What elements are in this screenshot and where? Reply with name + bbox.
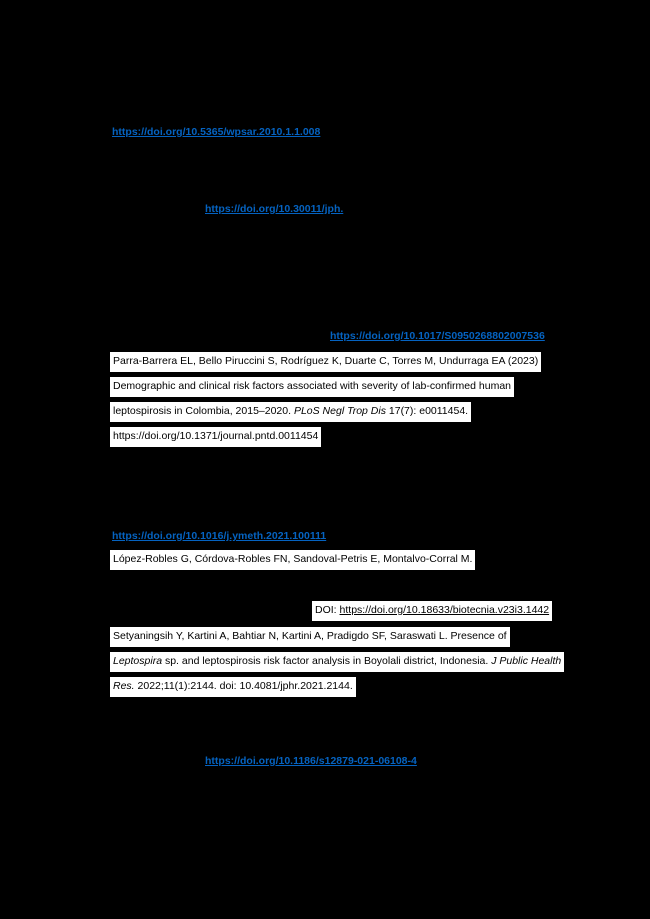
reference-text: 17(7): e0011454. xyxy=(385,405,469,417)
reference-text: 2022;11(1):2144. doi: 10.4081/jphr.2021.… xyxy=(134,680,353,692)
reference-biotecnia-doi: DOI: https://doi.org/10.18633/biotecnia.… xyxy=(312,601,553,621)
reference-setyaningsih-line1: Setyaningsih Y, Kartini A, Bahtiar N, Ka… xyxy=(110,627,510,647)
species-name: Leptospira xyxy=(113,655,163,667)
reference-text: sp. and leptospirosis risk factor analys… xyxy=(162,655,492,667)
reference-parra-line1: Parra-Barrera EL, Bello Piruccini S, Rod… xyxy=(110,352,542,372)
reference-parra-line3: leptospirosis in Colombia, 2015–2020. PL… xyxy=(110,402,472,422)
doi-link-2[interactable]: https://doi.org/10.30011/jph. xyxy=(205,203,344,215)
reference-parra-line2: Demographic and clinical risk factors as… xyxy=(110,377,515,397)
doi-link-4[interactable]: https://doi.org/10.1016/j.ymeth.2021.100… xyxy=(112,530,327,542)
biotecnia-doi-link[interactable]: https://doi.org/10.18633/biotecnia.v23i3… xyxy=(339,604,550,616)
journal-name: J Public Health xyxy=(491,655,562,667)
reference-parra-doi: https://doi.org/10.1371/journal.pntd.001… xyxy=(110,427,322,447)
reference-setyaningsih-line2: Leptospira sp. and leptospirosis risk fa… xyxy=(110,652,565,672)
doi-link-3[interactable]: https://doi.org/10.1017/S095026880200753… xyxy=(330,330,545,342)
journal-name: Res. xyxy=(113,680,135,692)
journal-name: PLoS Negl Trop Dis xyxy=(293,405,386,417)
reference-text: leptospirosis in Colombia, 2015–2020. xyxy=(113,405,294,417)
reference-setyaningsih-line3: Res. 2022;11(1):2144. doi: 10.4081/jphr.… xyxy=(110,677,356,697)
doi-link-1[interactable]: https://doi.org/10.5365/wpsar.2010.1.1.0… xyxy=(112,126,321,138)
doi-link-5[interactable]: https://doi.org/10.1186/s12879-021-06108… xyxy=(205,755,417,767)
reference-lopez-line1: López-Robles G, Córdova-Robles FN, Sando… xyxy=(110,550,476,570)
doi-label: DOI: xyxy=(315,604,340,616)
